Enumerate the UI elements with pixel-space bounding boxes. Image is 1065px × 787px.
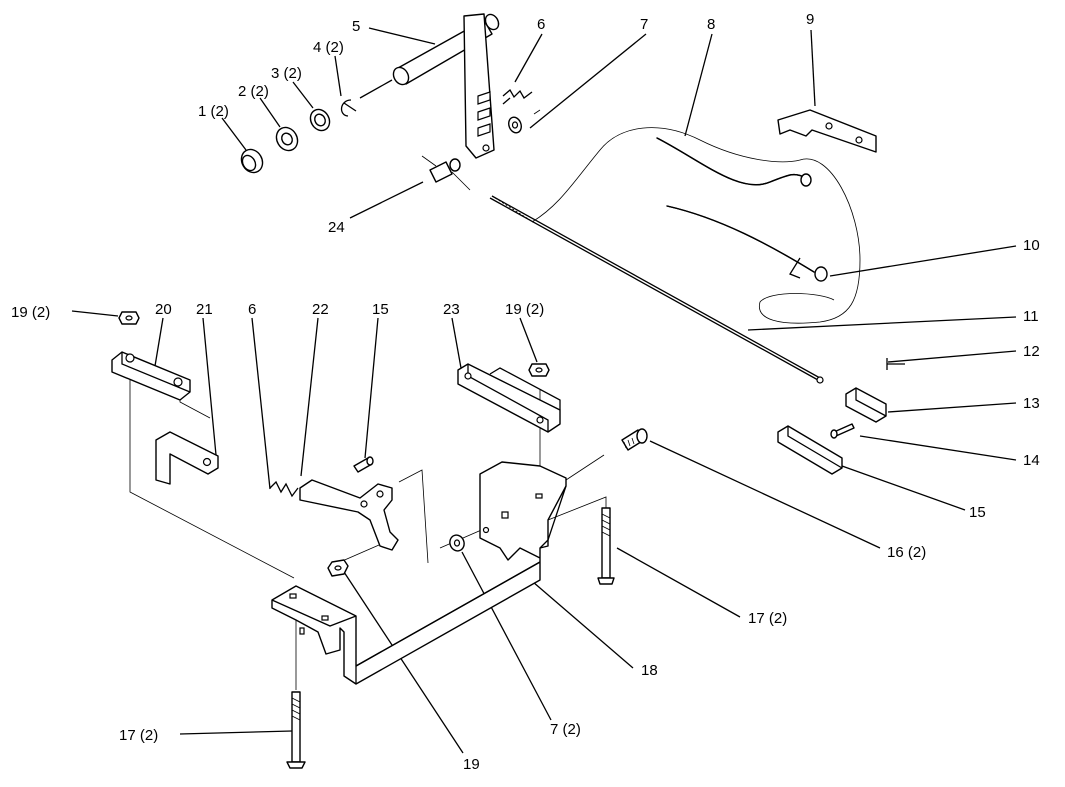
callout-2: 2 (2) <box>238 83 269 100</box>
part-10-hose <box>666 205 828 282</box>
leader-lines <box>71 27 1017 754</box>
part-21-angle-bracket <box>155 431 219 485</box>
part-lever-plate <box>463 13 495 159</box>
callout-21: 21 <box>196 301 213 318</box>
part-23-bracket <box>457 363 561 433</box>
callout-19-bottom: 19 <box>463 756 480 773</box>
callout-23: 23 <box>443 301 460 318</box>
callout-10: 10 <box>1023 237 1040 254</box>
part-11-cable <box>489 195 824 384</box>
callout-20: 20 <box>155 301 172 318</box>
callout-18: 18 <box>641 662 658 679</box>
callout-9: 9 <box>806 11 814 28</box>
part-6-clip-mid <box>269 480 299 498</box>
part-7-washer-bottom <box>449 534 465 552</box>
alignment-lines <box>129 375 607 690</box>
callout-15-right: 15 <box>969 504 986 521</box>
callout-7-top: 7 <box>640 16 648 33</box>
part-19-nut-left <box>118 311 140 325</box>
callout-8: 8 <box>707 16 715 33</box>
callout-1: 1 (2) <box>198 103 229 120</box>
part-22-lever <box>299 479 399 551</box>
part-20-strap <box>111 351 191 401</box>
part-6-clip-top <box>502 88 533 105</box>
callout-22: 22 <box>312 301 329 318</box>
callout-4: 4 (2) <box>313 39 344 56</box>
part-3-washer <box>309 108 331 132</box>
callout-16: 16 (2) <box>887 544 926 561</box>
part-13-clamp <box>845 387 887 423</box>
part-2-washer <box>275 126 299 152</box>
part-18-base-bracket <box>271 461 567 685</box>
part-15-pin-mid <box>353 456 374 473</box>
callout-19-mid: 19 (2) <box>505 301 544 318</box>
part-15-clamp <box>777 425 843 475</box>
part-4-e-clip <box>340 99 357 117</box>
part-14-screw <box>830 423 855 439</box>
callout-6-mid: 6 <box>248 301 256 318</box>
part-16-carriage-bolt <box>621 428 648 451</box>
part-19-nut-bottom <box>327 559 349 577</box>
callout-19-left: 19 (2) <box>11 304 50 321</box>
part-24-rod-end <box>421 155 471 191</box>
callout-17-left: 17 (2) <box>119 727 158 744</box>
part-19-nut-mid <box>528 363 550 377</box>
callout-24: 24 <box>328 219 345 236</box>
callout-11: 11 <box>1023 308 1039 325</box>
callout-6-top: 6 <box>537 16 545 33</box>
part-11-loop-outline <box>531 127 861 324</box>
part-8-hose <box>656 137 812 187</box>
part-7-washer-top <box>508 109 541 134</box>
callout-5: 5 <box>352 18 360 35</box>
callout-7-bottom: 7 (2) <box>550 721 581 738</box>
part-17-bolt-right <box>597 507 615 585</box>
part-9-bracket <box>777 109 877 153</box>
callout-3: 3 (2) <box>271 65 302 82</box>
callout-12: 12 <box>1023 343 1040 360</box>
part-12-pin <box>886 358 905 370</box>
callout-15-mid: 15 <box>372 301 389 318</box>
callout-labels: 1 (2) 2 (2) 3 (2) 4 (2) 5 6 7 8 9 10 11 … <box>11 11 1040 773</box>
part-1-bushing <box>240 148 264 174</box>
callout-13: 13 <box>1023 395 1040 412</box>
callout-17-right: 17 (2) <box>748 610 787 627</box>
callout-14: 14 <box>1023 452 1040 469</box>
part-17-bolt-left <box>286 691 306 769</box>
